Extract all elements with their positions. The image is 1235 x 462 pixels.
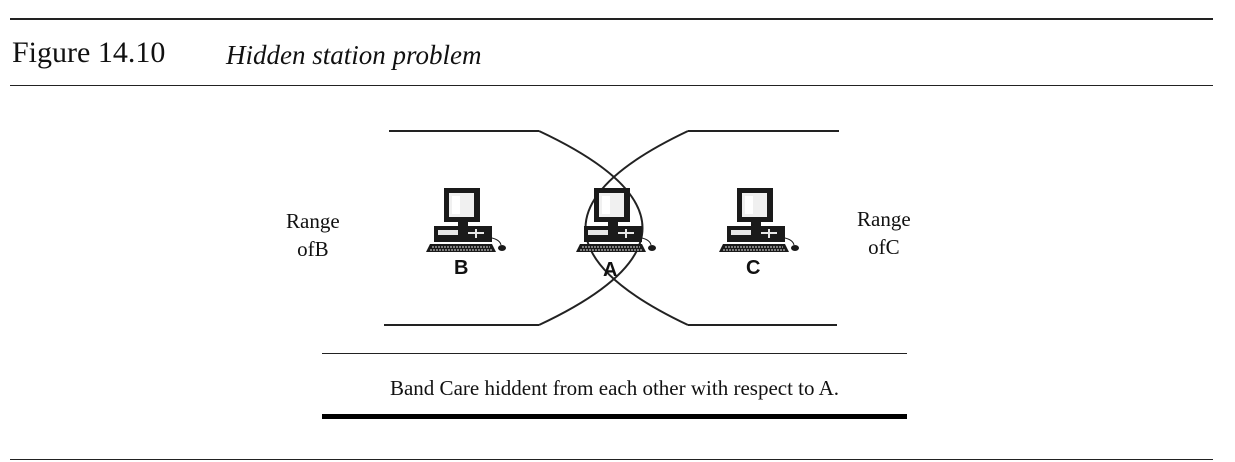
- figure-caption: Hidden station problem: [226, 40, 482, 70]
- top-rule: [10, 18, 1213, 20]
- diagram-note: Band Care hiddent from each other with r…: [389, 376, 840, 400]
- figure-number: Figure 14.10: [12, 36, 166, 69]
- station-b-label: B: [454, 257, 469, 279]
- title-rule: [10, 85, 1213, 86]
- range-b-label: Range ofB: [286, 209, 340, 261]
- bottom-rule: [10, 459, 1213, 460]
- station-c-label: C: [746, 257, 761, 279]
- note-bottom-rule: [322, 414, 907, 419]
- station-c-computer-icon: [718, 187, 800, 253]
- station-a-label: A: [603, 259, 618, 281]
- range-c-label: Range ofC: [857, 207, 911, 259]
- note-top-rule: [322, 353, 907, 354]
- range-b-boundary: [538, 130, 644, 326]
- station-b-computer-icon: [425, 187, 507, 253]
